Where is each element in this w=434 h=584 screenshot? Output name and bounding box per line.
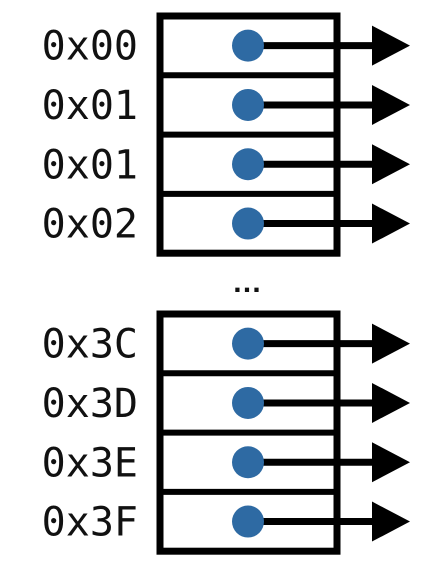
address-label: 0x02 (42, 202, 138, 248)
right-arrow-icon (372, 323, 410, 364)
pointer-dot-icon (232, 88, 264, 121)
table-row: 0x3C (42, 322, 410, 368)
address-label: 0x01 (42, 83, 138, 129)
address-label: 0x01 (42, 142, 138, 188)
right-arrow-icon (372, 144, 410, 185)
address-label: 0x3C (42, 322, 138, 368)
address-label: 0x3F (42, 500, 138, 546)
address-label: 0x00 (42, 24, 138, 70)
pointer-dot-icon (232, 505, 264, 538)
table-row: 0x3D (42, 370, 410, 427)
pointer-dot-icon (232, 327, 264, 360)
pointer-dot-icon (232, 148, 264, 181)
ellipsis-gap: … (232, 266, 262, 299)
address-label: 0x3D (42, 381, 138, 427)
right-arrow-icon (372, 501, 410, 542)
table-row: 0x01 (42, 72, 410, 129)
right-arrow-icon (372, 84, 410, 125)
table-row: 0x00 (42, 24, 410, 70)
right-arrow-icon (372, 203, 410, 244)
pointer-dot-icon (232, 207, 264, 240)
pointer-dot-icon (232, 386, 264, 419)
right-arrow-icon (372, 442, 410, 483)
address-label: 0x3E (42, 440, 138, 486)
table-group-bottom: 0x3C 0x3D 0x3E 0x3F (42, 310, 410, 555)
right-arrow-icon (372, 382, 410, 423)
table-row: 0x3F (42, 488, 410, 546)
pointer-dot-icon (232, 446, 264, 479)
table-row: 0x01 (42, 131, 410, 188)
pointer-dot-icon (232, 29, 264, 62)
right-arrow-icon (372, 25, 410, 66)
table-row: 0x3E (42, 429, 410, 486)
table-row: 0x02 (42, 190, 410, 248)
table-group-top: 0x00 0x01 0x01 0x02 (42, 12, 410, 257)
